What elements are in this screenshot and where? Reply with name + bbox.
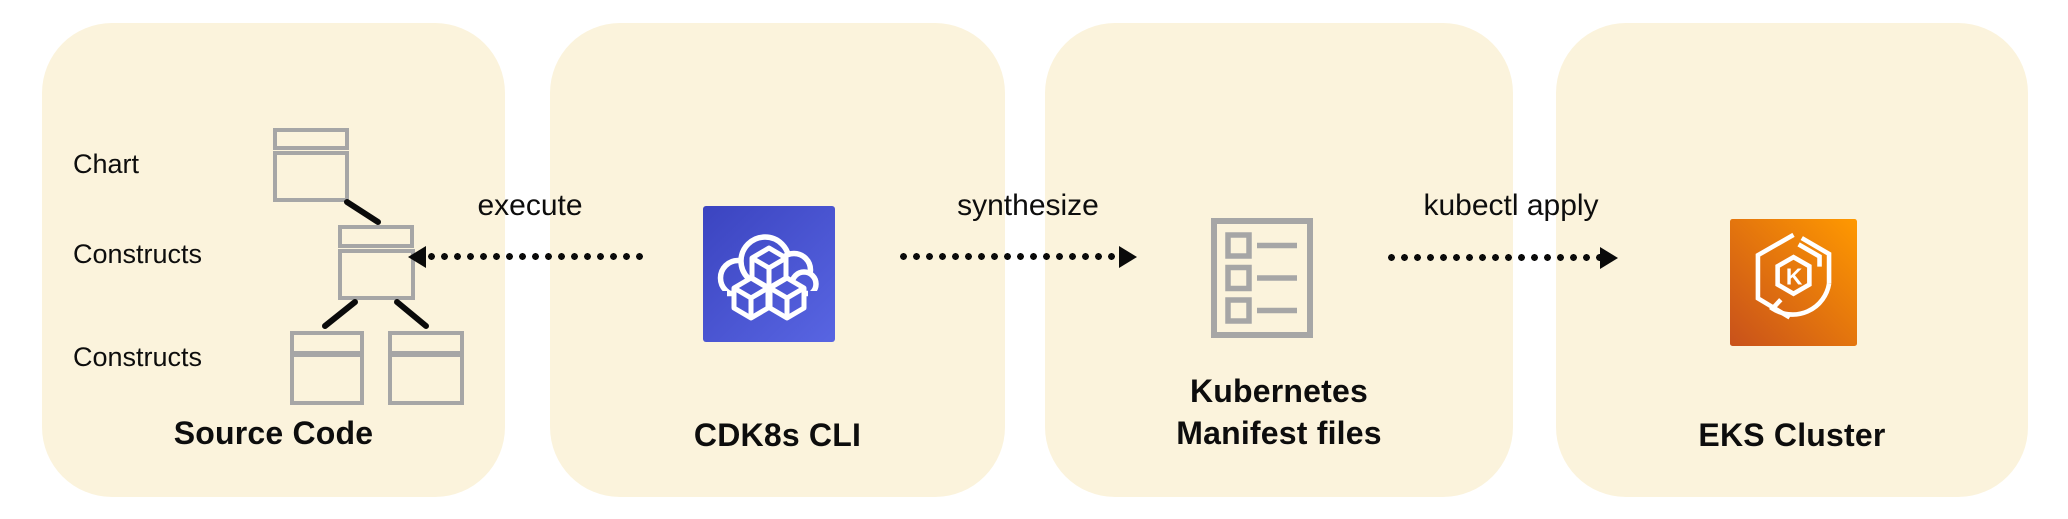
kubectl-arrowhead-icon — [1600, 247, 1618, 269]
synthesize-arrowhead-icon — [1119, 246, 1137, 268]
panel-title-eks-cluster: EKS Cluster — [1698, 417, 1886, 453]
construct-tree-icon — [273, 128, 464, 405]
panel-cdk8s-cli: CDK8s CLI — [550, 23, 1005, 497]
panel-eks-cluster: K EKS Cluster — [1556, 23, 2028, 497]
execute-dotted-line — [428, 253, 645, 260]
synthesize-dotted-line — [900, 253, 1119, 260]
eks-icon-letter: K — [1786, 263, 1803, 289]
panel-title-manifest-line2: Manifest files — [1176, 415, 1382, 451]
panel-title-manifest-line1: Kubernetes — [1189, 373, 1369, 409]
tree-row-label-constructs-1: Constructs — [73, 239, 203, 269]
arrow-label-synthesize: synthesize — [957, 189, 1099, 222]
arrow-label-kubectl-apply: kubectl apply — [1423, 189, 1599, 222]
arrow-label-execute: execute — [477, 189, 583, 222]
panel-title-manifest-files: Kubernetes Manifest files — [1045, 370, 1513, 454]
kubectl-dotted-line — [1388, 254, 1600, 261]
manifest-list-icon — [1211, 218, 1313, 338]
cdk8s-cloud-cubes-icon — [703, 206, 835, 342]
panel-title-cdk8s-cli: CDK8s CLI — [693, 417, 862, 453]
panel-title-source-code: Source Code — [173, 415, 374, 451]
execute-arrowhead-icon — [408, 246, 426, 268]
eks-hexagon-k-icon: K — [1730, 219, 1857, 346]
tree-row-label-constructs-2: Constructs — [73, 342, 203, 372]
panel-source-code: Chart Constructs Constructs Source Code — [42, 23, 505, 497]
tree-row-label-chart: Chart — [73, 149, 140, 179]
